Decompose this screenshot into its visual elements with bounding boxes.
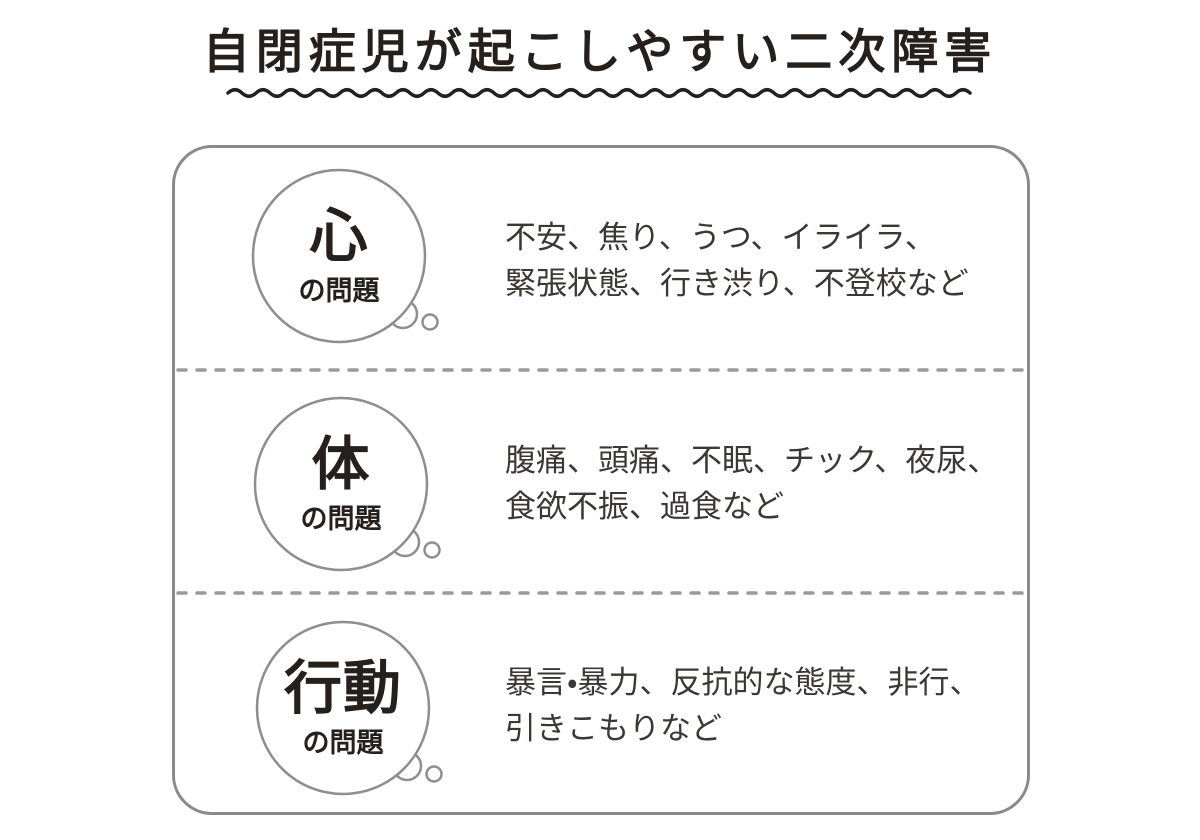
bubble-text-mind: 心 の問題 [253, 170, 425, 342]
thought-bubble-behavior: 行動 の問題 [251, 616, 451, 798]
description-line: 緊張状態、行き渋り、不登校など [505, 266, 969, 302]
description-line: 引きこもりなど [505, 711, 722, 747]
description-line: 暴言・暴力、反抗的な態度、非行、 [505, 665, 981, 701]
description-line: 食欲不振、過食など [505, 488, 784, 525]
description-mind: 不安、焦り、うつ、イライラ、 緊張状態、行き渋り、不登校など [505, 215, 969, 307]
bubble-text-behavior: 行動 の問題 [257, 622, 429, 794]
description-line: 腹痛、頭痛、不眠、チック、夜尿、 [505, 442, 999, 479]
description-line: 不安、焦り、うつ、イライラ、 [505, 220, 936, 256]
section-body-problems: 体 の問題 腹痛、頭痛、不眠、チック、夜尿、 食欲不振、過食など [175, 370, 1027, 593]
bubble-text-body: 体 の問題 [255, 398, 427, 570]
dotted-separator [176, 591, 1026, 595]
page-title: 自閉症児が起こしやすい二次障害 [202, 25, 998, 80]
description-body: 腹痛、頭痛、不眠、チック、夜尿、 食欲不振、過食など [505, 438, 998, 530]
description-behavior: 暴言・暴力、反抗的な態度、非行、 引きこもりなど [505, 660, 981, 752]
bubble-label-body: 体 [311, 430, 371, 498]
thought-bubble-icon [253, 396, 441, 572]
dotted-separator [176, 368, 1026, 372]
header: 自閉症児が起こしやすい二次障害 [0, 25, 1200, 102]
bubble-label-mind: 心 [309, 202, 369, 270]
bubble-sublabel-mind: の問題 [298, 276, 380, 307]
bubble-label-behavior: 行動 [283, 654, 402, 722]
section-mind-problems: 心 の問題 不安、焦り、うつ、イライラ、 緊張状態、行き渋り、不登校など [175, 148, 1027, 370]
thought-bubble-body: 体 の問題 [249, 392, 449, 574]
secondary-disorders-panel: 心 の問題 不安、焦り、うつ、イライラ、 緊張状態、行き渋り、不登校など [172, 145, 1030, 815]
thought-bubble-icon [251, 168, 439, 344]
thought-bubble-mind: 心 の問題 [247, 164, 447, 346]
section-behavior-problems: 行動 の問題 暴言・暴力、反抗的な態度、非行、 引きこもりなど [175, 593, 1027, 815]
wavy-underline-icon [226, 88, 972, 99]
bubble-sublabel-body: の問題 [300, 504, 382, 535]
bubble-sublabel-behavior: の問題 [302, 728, 384, 759]
thought-bubble-icon [255, 620, 443, 796]
